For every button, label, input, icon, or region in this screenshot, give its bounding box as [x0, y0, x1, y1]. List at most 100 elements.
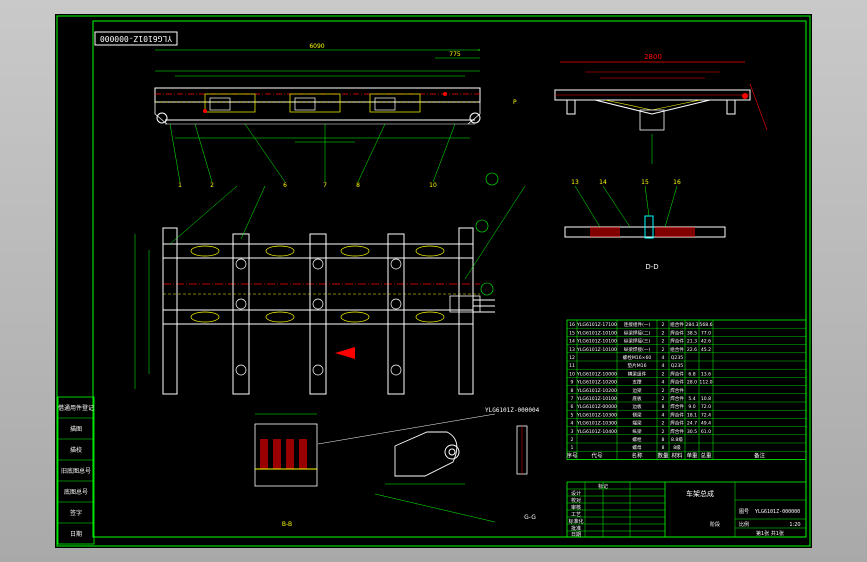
code-box-text: YLG6101Z-000000 — [100, 34, 172, 43]
tb-row-5: 批准 — [571, 525, 581, 532]
bom-cell-no: 9 — [571, 380, 574, 386]
bom-cell-name: 侧梁 — [632, 411, 642, 418]
bom-cell-qty: 4 — [662, 355, 665, 361]
bom-cell-no: 2 — [571, 437, 574, 443]
bom-cell-mat: Q235 — [671, 363, 683, 369]
sidebar-cell-6: 日期 — [70, 530, 82, 538]
bom-cell-wt: 24.7 — [687, 421, 697, 427]
bom-cell-code: YLG6101Z-10300 — [576, 412, 617, 418]
bom-cell-mat: 焊合件 — [670, 329, 684, 336]
tb-scale-label: 比例 — [739, 521, 749, 528]
bom-cell-no: 5 — [571, 412, 574, 418]
bom-cell-wt: 28.0 — [687, 380, 697, 386]
bom-cell-name: 边板 — [632, 403, 642, 410]
bom-cell-total: 72.4 — [701, 412, 711, 418]
bom-cell-no: 4 — [571, 421, 574, 427]
sidebar-cell-2: 描校 — [70, 446, 82, 454]
tb-row-4: 标准化 — [568, 518, 583, 525]
balloon-10: 10 — [429, 182, 437, 189]
bom-cell-name: 连接组件(一) — [624, 321, 651, 328]
bom-cell-code: YLG6101Z-10100 — [576, 330, 617, 336]
bom-cell-code: YLG6101Z-10000 — [576, 371, 617, 377]
sidebar-cell-5: 签字 — [70, 509, 82, 517]
bom-cell-total: 13.6 — [701, 371, 711, 377]
bom-cell-no: 12 — [569, 355, 575, 361]
bom-header-no: 序号 — [566, 451, 578, 459]
bom-cell-name: 端梁 — [632, 420, 642, 427]
bom-cell-no: 16 — [569, 322, 575, 328]
bom-cell-mat: 焊合件 — [670, 379, 684, 386]
bom-cell-no: 8 — [571, 388, 574, 394]
bom-cell-qty: 4 — [662, 363, 665, 369]
detail-bb: B-B — [254, 413, 318, 528]
drawing-sheet[interactable]: YLG6101Z-000000 6090 775 — [55, 14, 812, 548]
bom-cell-name: 底板 — [632, 395, 642, 402]
tb-drawing-no-label: 图号 — [739, 509, 749, 515]
bom-cell-mat: 8.8级 — [671, 436, 683, 443]
bom-cell-name: 螺栓M16×60 — [623, 354, 652, 361]
bom-cell-mat: 焊合件 — [670, 420, 684, 427]
bom-cell-name: 纵梁焊接(一) — [624, 346, 651, 353]
bom-cell-name: 边梁 — [632, 387, 642, 394]
balloon-14: 14 — [599, 179, 607, 186]
drawing-code-box: YLG6101Z-000000 — [94, 31, 178, 46]
bom-header-name: 名称 — [631, 451, 643, 459]
bom-cell-total: 42.6 — [701, 339, 711, 345]
bom-header-code: 代号 — [591, 451, 603, 459]
bom-frame — [566, 319, 807, 460]
balloon-1: 1 — [178, 182, 182, 189]
bom-cell-total: 10.8 — [701, 396, 711, 402]
bom-cell-mat: 焊合件 — [670, 428, 684, 435]
tb-row-0: 设计 — [571, 490, 581, 497]
bom-cell-qty: 4 — [662, 380, 665, 386]
bom-header-total: 总重 — [700, 451, 712, 459]
tb-sheet: 第1张 共1张 — [756, 530, 784, 537]
balloon-13: 13 — [571, 179, 579, 186]
bom-cell-qty: 4 — [662, 412, 665, 418]
bom-cell-no: 1 — [571, 445, 574, 451]
bom-cell-mat: 焊合件 — [670, 370, 684, 377]
bom-cell-code: YLG6101Z-10100 — [576, 396, 617, 402]
bom-cell-name: 螺栓 — [632, 436, 642, 443]
bom-cell-no: 6 — [571, 404, 574, 410]
bom-cell-qty: 2 — [662, 330, 665, 336]
bom-cell-qty: 2 — [662, 322, 665, 328]
bom-cell-name: 垫片M16 — [628, 362, 647, 369]
bom-cell-name: 纵梁焊接(二) — [624, 329, 651, 336]
bom-cell-code: YLG6101Z-10300 — [576, 421, 617, 427]
side-view-top: 6090 775 — [154, 43, 481, 143]
inner-frame — [92, 20, 807, 538]
bom-cell-code: YLG6101Z-10400 — [576, 429, 617, 435]
bom-cell-qty: 8 — [662, 437, 665, 443]
balloon-8: 8 — [356, 182, 360, 189]
bom-cell-no: 10 — [569, 371, 575, 377]
bom-cell-mat: Q235 — [671, 355, 683, 361]
tb-row-6: 日期 — [571, 532, 581, 538]
bom-cell-wt: 18.1 — [687, 412, 697, 418]
section-dd: 13 14 15 16 D-D — [564, 179, 726, 271]
bom-cell-qty: 2 — [662, 429, 665, 435]
bom-cell-mat: 焊合件 — [670, 411, 684, 418]
bom-cell-no: 11 — [569, 363, 575, 369]
bom-cell-mat: 8级 — [673, 444, 681, 451]
sidebar-cell-0: 借通用件登记 — [58, 404, 94, 412]
bom-cell-code: YLG6101Z-10200 — [576, 388, 617, 394]
bom-cell-name: 横梁组件 — [628, 370, 647, 377]
bom-cell-name: 支撑 — [632, 379, 642, 386]
bom-cell-code: YLG6101Z-10100 — [576, 347, 617, 353]
bom-cell-wt: 6.8 — [688, 371, 695, 377]
sidebar-cell-1: 描图 — [70, 425, 82, 433]
bom-cell-name: 纵梁焊接(三) — [624, 338, 651, 345]
bom-header-wt: 单重 — [686, 451, 698, 459]
sidebar-cell-4: 底图总号 — [64, 488, 88, 496]
tb-row-3: 工艺 — [571, 512, 581, 518]
section-bb-label: B-B — [282, 521, 292, 528]
bom-cell-qty: 8 — [662, 404, 665, 410]
bom-header-mat: 材料 — [671, 451, 683, 459]
bom-cell-wt: 22.6 — [687, 347, 697, 353]
balloons-row1: 1 2 6 7 8 10 P — [169, 99, 517, 189]
section-small-label: G-G — [524, 514, 536, 521]
section-dd-label: D-D — [645, 263, 658, 271]
dim-width: 2800 — [644, 53, 662, 61]
